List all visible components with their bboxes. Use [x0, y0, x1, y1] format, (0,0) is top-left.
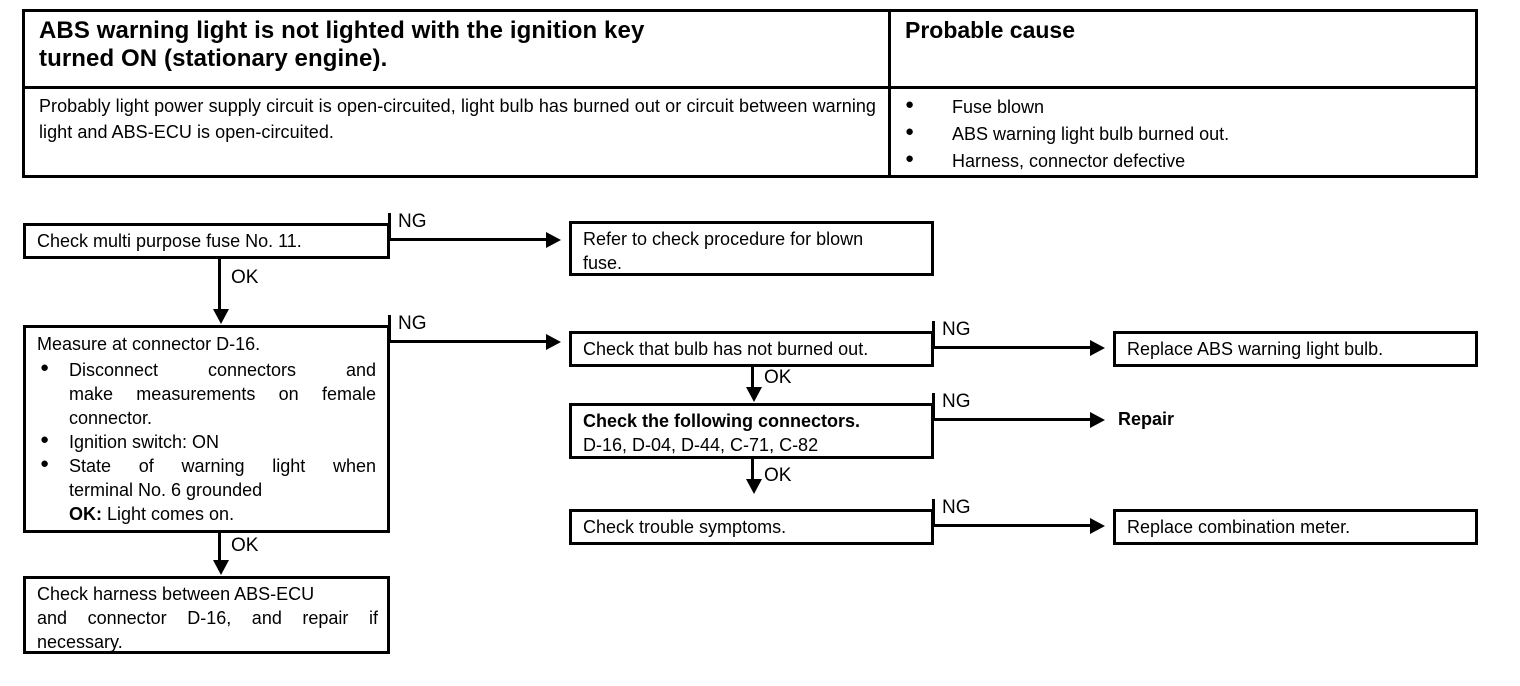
- symptom-table: ABS warning light is not lighted with th…: [22, 9, 1478, 178]
- edge-ng-bulb-line: [932, 346, 1090, 349]
- edge-ok-fuse-line: [218, 259, 221, 311]
- table-body-row: Probably light power supply circuit is o…: [25, 89, 1475, 175]
- cause-text: ABS warning light bulb burned out.: [952, 124, 1230, 144]
- symptom-description-cell: Probably light power supply circuit is o…: [25, 89, 891, 175]
- edge-label-ng: NG: [398, 313, 427, 334]
- edge-ng-fuse-riser: [388, 213, 391, 241]
- edge-label-ng: NG: [942, 391, 971, 412]
- list-item: ● Disconnect connectors and make measure…: [37, 359, 376, 431]
- bullet-icon: ●: [40, 358, 50, 376]
- bullet-icon: ●: [905, 96, 915, 113]
- bullet-3-line3: OK: Light comes on.: [69, 503, 376, 527]
- edge-ok-fuse-arrowhead: [213, 309, 229, 324]
- edge-ng-bulb-riser: [932, 321, 935, 349]
- bullet-2-line1: Ignition switch: ON: [69, 431, 220, 452]
- probable-cause-header: Probable cause: [905, 17, 1076, 43]
- edge-ok-bulb-arrowhead: [746, 387, 762, 402]
- edge-ng-trouble-line: [932, 524, 1090, 527]
- edge-ok-measure-arrowhead: [213, 560, 229, 575]
- flow-box-check-fuse: Check multi purpose fuse No. 11.: [23, 223, 390, 259]
- flow-box-measure-connector-title: Measure at connector D-16.: [37, 334, 261, 354]
- edge-label-ng: NG: [942, 497, 971, 518]
- flow-box-refer-blown-fuse: Refer to check procedure for blown fuse.: [569, 221, 934, 276]
- list-item: ● Harness, connector defective: [905, 148, 1229, 175]
- probable-cause-list: ● Fuse blown ● ABS warning light bulb burn…: [905, 94, 1229, 175]
- bullet-1-line3: connector.: [69, 407, 153, 428]
- bullet-1-line1: Disconnect connectors and: [69, 359, 376, 380]
- flow-box-check-bulb-text: Check that bulb has not burned out.: [583, 339, 869, 359]
- symptom-title-line2: turned ON (stationary engine).: [39, 44, 388, 72]
- cause-text: Fuse blown: [952, 97, 1045, 117]
- edge-ng-measure-line: [388, 340, 546, 343]
- symptom-title-cell: ABS warning light is not lighted with th…: [25, 12, 891, 86]
- flow-box-check-fuse-text: Check multi purpose fuse No. 11.: [37, 231, 302, 251]
- ok-prefix: OK:: [69, 503, 102, 524]
- flow-box-check-connectors: Check the following connectors. D-16, D-…: [569, 403, 934, 459]
- edge-label-ng: NG: [942, 319, 971, 340]
- edge-label-ng: NG: [398, 211, 427, 232]
- flow-box-replace-bulb-text: Replace ABS warning light bulb.: [1127, 339, 1384, 359]
- edge-ok-connectors-arrowhead: [746, 479, 762, 494]
- flow-box-replace-meter-text: Replace combination meter.: [1127, 517, 1351, 537]
- flow-box-check-trouble: Check trouble symptoms.: [569, 509, 934, 545]
- probable-cause-list-cell: ● Fuse blown ● ABS warning light bulb burn…: [891, 89, 1475, 175]
- table-header-row: ABS warning light is not lighted with th…: [25, 12, 1475, 89]
- edge-ng-fuse-line: [388, 238, 546, 241]
- flow-box-check-connectors-list: D-16, D-04, D-44, C-71, C-82: [583, 434, 819, 455]
- edge-ng-connectors-riser: [932, 393, 935, 421]
- flow-label-repair: Repair: [1118, 409, 1175, 429]
- bullet-icon: ●: [905, 123, 915, 140]
- flow-box-measure-connector: Measure at connector D-16. ● Disconnect …: [23, 325, 390, 533]
- edge-ng-trouble-riser: [932, 499, 935, 527]
- edge-ok-connectors-line: [751, 459, 754, 487]
- edge-ng-trouble-arrowhead: [1090, 518, 1105, 534]
- bullet-icon: ●: [40, 430, 50, 448]
- bullet-3-line2: terminal No. 6 grounded: [69, 479, 263, 500]
- list-item: ● ABS warning light bulb burned out.: [905, 121, 1229, 148]
- edge-ng-bulb-arrowhead: [1090, 340, 1105, 356]
- bullet-icon: ●: [905, 150, 915, 167]
- bullet-1-line2: make measurements on female: [69, 383, 376, 404]
- edge-label-ok: OK: [231, 267, 259, 288]
- edge-ok-measure-line: [218, 533, 221, 570]
- bullet-3-line1: State of warning light when: [69, 455, 376, 476]
- edge-label-ok: OK: [764, 367, 792, 388]
- flow-box-check-harness-line2: and connector D-16, and repair if: [37, 607, 378, 628]
- flow-box-replace-bulb: Replace ABS warning light bulb.: [1113, 331, 1478, 367]
- cause-text: Harness, connector defective: [952, 151, 1186, 171]
- edge-ok-bulb-line: [751, 367, 754, 395]
- ok-text: Light comes on.: [102, 503, 235, 524]
- edge-ng-connectors-line: [932, 418, 1090, 421]
- list-item: ● State of warning light when terminal N…: [37, 455, 376, 527]
- flow-box-check-harness-line3: necessary.: [37, 631, 123, 652]
- symptom-description: Probably light power supply circuit is o…: [39, 96, 876, 142]
- flow-box-check-bulb: Check that bulb has not burned out.: [569, 331, 934, 367]
- flow-box-check-connectors-title: Check the following connectors.: [583, 411, 861, 431]
- flow-box-check-trouble-text: Check trouble symptoms.: [583, 517, 787, 537]
- edge-ng-measure-arrowhead: [546, 334, 561, 350]
- flow-box-check-harness-line1: Check harness between ABS-ECU: [37, 584, 315, 604]
- flow-box-replace-meter: Replace combination meter.: [1113, 509, 1478, 545]
- flow-box-refer-blown-fuse-line2: fuse.: [583, 252, 623, 273]
- list-item: ● Fuse blown: [905, 94, 1229, 121]
- edge-label-ok: OK: [764, 465, 792, 486]
- flow-box-refer-blown-fuse-line1: Refer to check procedure for blown: [583, 229, 864, 249]
- probable-cause-header-cell: Probable cause: [891, 12, 1475, 86]
- flow-box-check-harness: Check harness between ABS-ECU and connec…: [23, 576, 390, 654]
- edge-ng-fuse-arrowhead: [546, 232, 561, 248]
- edge-ng-measure-riser: [388, 315, 391, 343]
- edge-label-ok: OK: [231, 535, 259, 556]
- edge-ng-connectors-arrowhead: [1090, 412, 1105, 428]
- symptom-title: ABS warning light is not lighted with th…: [39, 17, 644, 73]
- measure-bullet-list: ● Disconnect connectors and make measure…: [37, 359, 376, 527]
- bullet-icon: ●: [40, 454, 50, 472]
- list-item: ● Ignition switch: ON: [37, 431, 376, 455]
- symptom-title-line1: ABS warning light is not lighted with th…: [39, 17, 645, 44]
